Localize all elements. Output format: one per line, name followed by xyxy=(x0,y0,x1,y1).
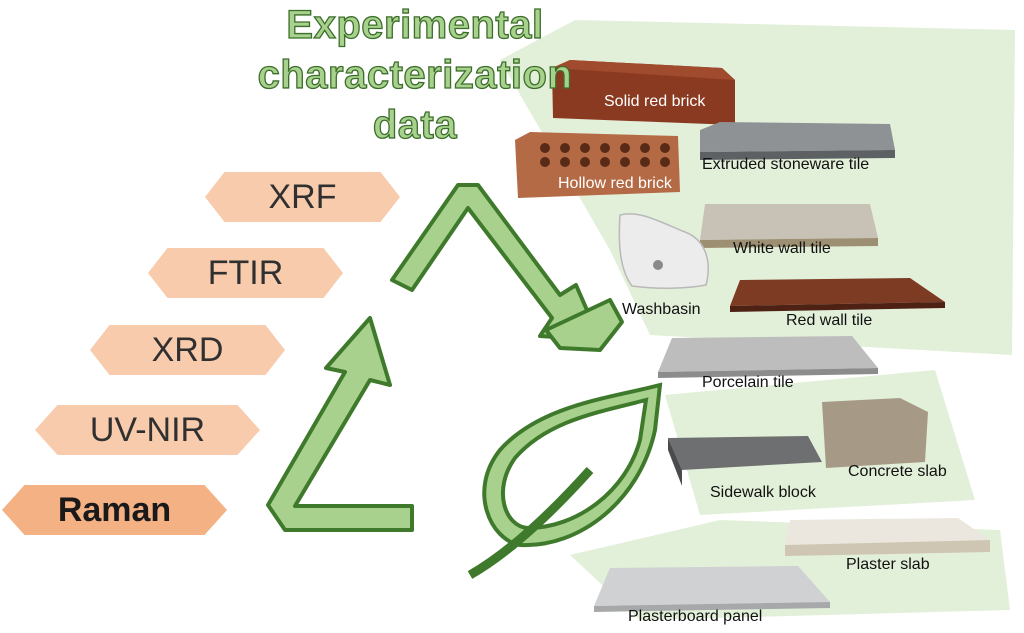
plaster-slab-edge xyxy=(785,540,990,556)
label-extruded-stoneware-tile: Extruded stoneware tile xyxy=(702,156,870,173)
label-red-wall-tile: Red wall tile xyxy=(786,312,873,329)
recycle-arrow-right xyxy=(544,298,624,352)
leaf-inner xyxy=(500,397,649,531)
material-images xyxy=(515,60,990,612)
hollow-red-brick-image xyxy=(515,132,680,198)
label-plaster-slab: Plaster slab xyxy=(846,556,930,573)
title-line-3: data xyxy=(372,102,458,147)
porcelain-tile-image xyxy=(658,336,878,372)
label-hollow-red-brick: Hollow red brick xyxy=(558,175,672,192)
hollow-brick-holes xyxy=(540,143,670,167)
label-sidewalk-block: Sidewalk block xyxy=(710,484,816,501)
plasterboard-panel-image xyxy=(594,566,830,606)
extruded-stoneware-tile-image xyxy=(700,122,895,152)
technique-xrd: XRD xyxy=(90,325,285,375)
technique-uv-nir: UV-NIR xyxy=(35,405,260,455)
red-wall-tile-edge xyxy=(730,302,945,312)
technique-ftir: FTIR xyxy=(148,248,343,298)
leaf-stem xyxy=(467,466,594,579)
label-white-wall-tile: White wall tile xyxy=(733,240,831,257)
white-wall-tile-edge xyxy=(700,238,878,248)
washbasin-hole xyxy=(653,260,663,270)
recycle-arrow-top-left xyxy=(390,183,602,342)
label-plasterboard-panel: Plasterboard panel xyxy=(628,608,763,625)
solid-red-brick-top xyxy=(552,60,735,80)
label-solid-red-brick: Solid red brick xyxy=(604,93,706,110)
red-wall-tile-image xyxy=(730,278,945,306)
extruded-stoneware-tile-edge xyxy=(700,150,895,160)
washbasin-image xyxy=(618,213,709,289)
title-line-1: Experimental xyxy=(286,2,544,47)
recycle-arrow-bottom xyxy=(266,316,414,532)
porcelain-tile-edge xyxy=(658,368,878,378)
title-line-2: characterization xyxy=(257,52,573,97)
label-porcelain-tile: Porcelain tile xyxy=(702,374,794,391)
sidewalk-block-image xyxy=(668,436,822,470)
concrete-slab-image xyxy=(822,398,928,468)
leaf-icon xyxy=(467,382,663,579)
plasterboard-panel-edge xyxy=(594,602,830,612)
technique-xrf: XRF xyxy=(205,172,400,222)
technique-raman: Raman xyxy=(2,485,227,535)
white-wall-tile-image xyxy=(700,204,878,240)
sidewalk-block-edge xyxy=(668,438,682,486)
recycle-arrows-icon xyxy=(266,183,624,532)
label-washbasin: Washbasin xyxy=(622,301,701,318)
label-concrete-slab: Concrete slab xyxy=(848,463,947,480)
plaster-slab-image xyxy=(785,518,990,545)
